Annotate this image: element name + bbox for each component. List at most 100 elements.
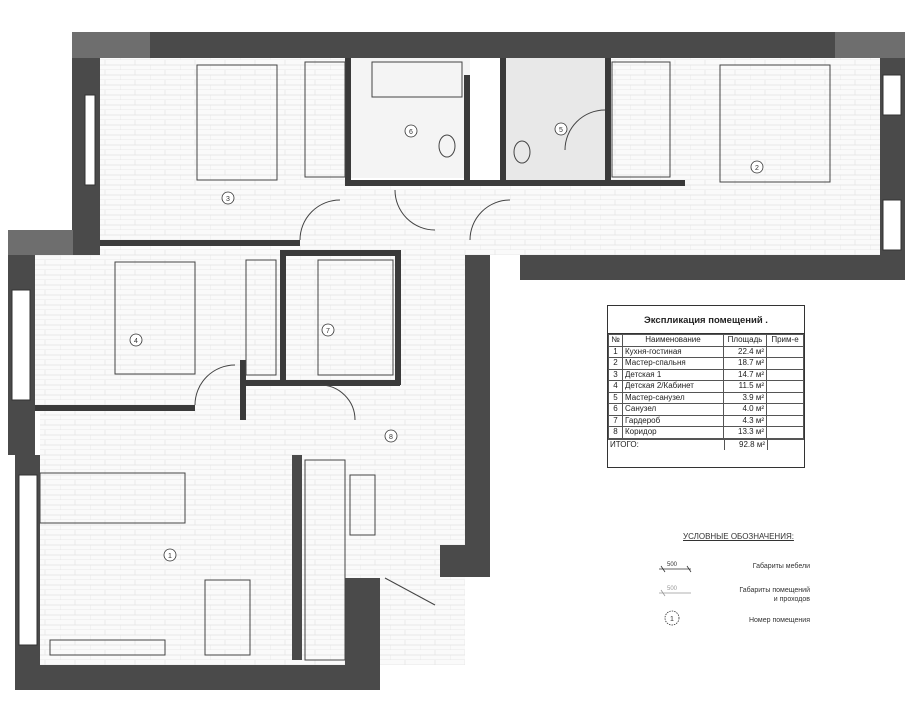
- door-room-6: [394, 189, 436, 231]
- bed-room-4: [114, 261, 196, 375]
- row-note: [766, 368, 804, 381]
- explication-table: Экспликация помещений . № Наименование П…: [607, 305, 805, 468]
- entrance-door: [384, 577, 436, 606]
- total-note: [767, 438, 804, 450]
- coat-rack: [349, 474, 376, 536]
- door-room-4: [194, 364, 236, 406]
- bed-room-2: [719, 64, 831, 183]
- total-area: 92.8 м²: [724, 438, 768, 450]
- row-note: [766, 403, 804, 416]
- door-room-3: [299, 199, 341, 241]
- row-area: 13.3 м²: [723, 426, 767, 439]
- row-area: 4.3 м²: [723, 414, 767, 427]
- toilet-5: [513, 140, 531, 164]
- row-number: 8: [608, 426, 623, 439]
- row-number: 7: [608, 414, 623, 427]
- legend-title: УСЛОВНЫЕ ОБОЗНАЧЕНИЯ:: [683, 532, 794, 541]
- row-area: 14.7 м²: [723, 368, 767, 381]
- furniture-dim-sample: 500: [667, 562, 678, 568]
- legend: УСЛОВНЫЕ ОБОЗНАЧЕНИЯ: 500 500 1 Габариты…: [655, 530, 810, 630]
- row-name: Детская 2/Кабинет: [622, 380, 724, 393]
- room-numbers: 1 2 3 4 5 6 7 8: [129, 122, 764, 562]
- row-name: Гардероб: [622, 414, 724, 427]
- header-number: №: [608, 334, 623, 347]
- row-note: [766, 414, 804, 427]
- svg-text:4: 4: [134, 338, 138, 345]
- room-number-6: 6: [404, 124, 418, 138]
- door-room-5: [564, 109, 606, 151]
- row-name: Коридор: [622, 426, 724, 439]
- svg-text:6: 6: [409, 129, 413, 136]
- row-number: 1: [608, 345, 623, 358]
- row-note: [766, 380, 804, 393]
- row-note: [766, 426, 804, 439]
- svg-text:8: 8: [389, 434, 393, 441]
- row-area: 3.9 м²: [723, 391, 767, 404]
- wardrobe-room-3: [304, 61, 346, 178]
- legend-furniture-label: Габариты мебели: [752, 563, 810, 570]
- row-name: Детская 1: [622, 368, 724, 381]
- room-number-7: 7: [321, 323, 335, 337]
- header-name: Наименование: [622, 334, 724, 347]
- bathtub: [371, 61, 463, 98]
- kitchen-counter: [304, 459, 346, 661]
- legend-room-number-label: Номер помещения: [748, 617, 810, 624]
- row-note: [766, 345, 804, 358]
- door-corridor: [469, 199, 511, 241]
- row-name: Кухня-гостиная: [622, 345, 724, 358]
- door-room-7: [319, 384, 356, 421]
- room-number-1: 1: [163, 548, 177, 562]
- room-dim-sample: 500: [667, 586, 678, 592]
- total-label: ИТОГО:: [608, 438, 725, 450]
- sofa: [39, 472, 186, 524]
- svg-text:7: 7: [326, 328, 330, 335]
- row-area: 11.5 м²: [723, 380, 767, 393]
- row-note: [766, 357, 804, 370]
- room-number-sample: 1: [670, 616, 674, 623]
- row-number: 5: [608, 391, 623, 404]
- svg-text:1: 1: [168, 553, 172, 560]
- row-number: 3: [608, 368, 623, 381]
- svg-text:5: 5: [559, 127, 563, 134]
- legend-symbols: 500 500 1: [659, 562, 692, 626]
- room-number-4: 4: [129, 333, 143, 347]
- row-note: [766, 391, 804, 404]
- bed-room-3: [196, 64, 278, 181]
- wardrobe-room-2: [611, 61, 671, 178]
- total-row: ИТОГО: 92.8 м²: [608, 438, 804, 450]
- outer-walls: [8, 32, 905, 690]
- row-number: 6: [608, 403, 623, 416]
- room-number-8: 8: [384, 429, 398, 443]
- header-note: Прим-е: [766, 334, 804, 347]
- legend-room-label-2: и проходов: [773, 596, 810, 603]
- row-area: 22.4 м²: [723, 345, 767, 358]
- header-area: Площадь: [723, 334, 767, 347]
- row-name: Мастер-спальня: [622, 357, 724, 370]
- row-area: 18.7 м²: [723, 357, 767, 370]
- room-number-2: 2: [750, 160, 764, 174]
- row-number: 4: [608, 380, 623, 393]
- room-number-5: 5: [554, 122, 568, 136]
- wardrobe-room-7: [317, 259, 394, 376]
- row-area: 4.0 м²: [723, 403, 767, 416]
- windows: [11, 74, 902, 646]
- wardrobe-room-4: [245, 259, 277, 376]
- row-number: 2: [608, 357, 623, 370]
- interior-walls: [35, 58, 685, 420]
- tv-stand: [49, 639, 166, 656]
- legend-room-label-1: Габариты помещений: [739, 587, 810, 594]
- dining-table: [204, 579, 251, 656]
- floor-areas: [35, 58, 880, 665]
- row-name: Санузел: [622, 403, 724, 416]
- svg-text:3: 3: [226, 196, 230, 203]
- table-header-row: № Наименование Площадь Прим-е: [608, 334, 804, 347]
